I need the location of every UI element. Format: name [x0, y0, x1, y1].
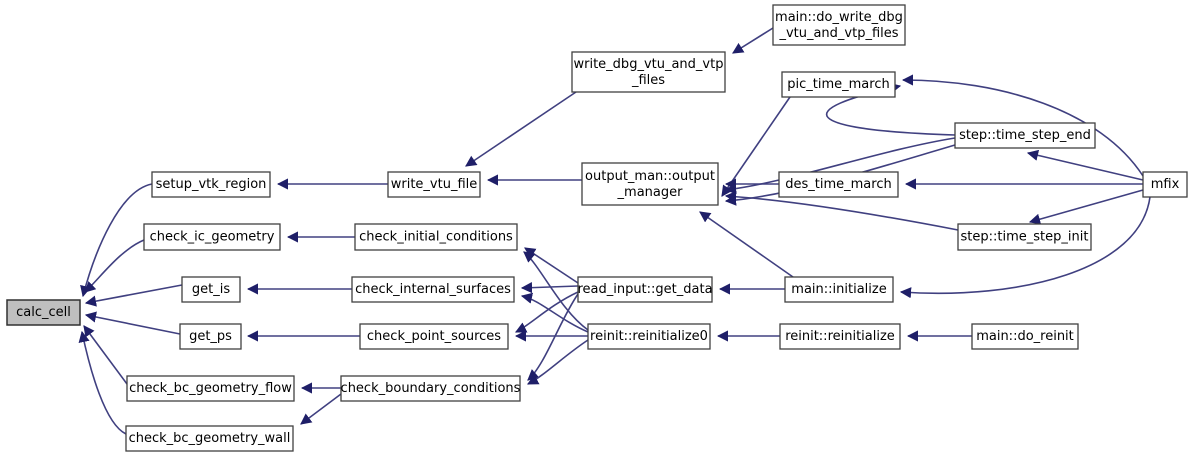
edge-check_bc_geometry_wall-to-calc_cell [78, 330, 127, 435]
node-box-get_ps[interactable] [179, 323, 242, 350]
node-label-reinit_reinitialize: reinit::reinitialize [785, 329, 895, 344]
edge-mfix-to-step_time_step_end [1026, 149, 1144, 181]
node-main_initialize[interactable]: main::initialize [784, 276, 894, 303]
node-label-check_boundary_conditions: check_boundary_conditions [341, 381, 521, 396]
node-box-read_input_get_data[interactable] [577, 276, 713, 303]
node-label-main_do_write_dbg: main::do_write_dbg_vtu_and_vtp_files [775, 10, 903, 41]
edge-read_input_get_data-to-check_initial_conditions [524, 247, 579, 284]
node-box-main_initialize[interactable] [784, 276, 894, 303]
node-box-check_internal_surfaces[interactable] [351, 276, 515, 303]
node-main_do_reinit[interactable]: main::do_reinit [971, 323, 1079, 350]
node-box-check_point_sources[interactable] [359, 323, 509, 350]
node-label-reinit_reinitialize0: reinit::reinitialize0 [590, 329, 708, 344]
node-reinit_reinitialize[interactable]: reinit::reinitialize [779, 323, 901, 350]
node-box-pic_time_march[interactable] [781, 71, 896, 98]
node-box-setup_vtk_region[interactable] [151, 171, 271, 198]
node-check_point_sources[interactable]: check_point_sources [359, 323, 509, 350]
node-main_do_write_dbg[interactable]: main::do_write_dbg_vtu_and_vtp_files [772, 4, 906, 46]
edge-check_ic_geometry-to-calc_cell [84, 239, 145, 293]
node-label-des_time_march: des_time_march [785, 177, 891, 192]
edge-step_time_step_end-to-output_manager [724, 137, 956, 195]
node-box-write_dbg_vtu_and_vtp_files[interactable] [571, 51, 726, 93]
node-box-check_ic_geometry[interactable] [143, 223, 281, 251]
edge-write_dbg_vtu_and_vtp_files-to-write_vtu_file [465, 91, 577, 167]
edge-mfix-to-step_time_step_init [1028, 189, 1144, 225]
node-box-check_bc_geometry_wall[interactable] [125, 425, 294, 452]
edge-reinit_reinitialize0-to-check_internal_surfaces [520, 292, 589, 333]
node-label-step_time_step_end: step::time_step_end [959, 128, 1091, 143]
node-step_time_step_end[interactable]: step::time_step_end [954, 122, 1096, 149]
node-pic_time_march[interactable]: pic_time_march [781, 71, 896, 98]
edge-read_input_get_data-to-check_boundary_conditions [527, 293, 579, 381]
node-output_manager[interactable]: output_man::output_manager [581, 162, 719, 206]
node-label-get_ps: get_ps [189, 329, 232, 344]
node-box-main_do_reinit[interactable] [971, 323, 1079, 350]
node-label-main_initialize: main::initialize [791, 282, 886, 297]
node-label-read_input_get_data: read_input::get_data [577, 282, 712, 297]
node-check_ic_geometry[interactable]: check_ic_geometry [143, 223, 281, 251]
edge-check_bc_geometry_flow-to-calc_cell [83, 325, 128, 385]
node-des_time_march[interactable]: des_time_march [778, 171, 899, 198]
node-write_vtu_file[interactable]: write_vtu_file [387, 171, 481, 198]
node-setup_vtk_region[interactable]: setup_vtk_region [151, 171, 271, 198]
node-mfix[interactable]: mfix [1142, 171, 1188, 198]
edge-setup_vtk_region-to-calc_cell [80, 183, 153, 298]
edge-get_is-to-calc_cell [84, 284, 183, 307]
node-box-reinit_reinitialize0[interactable] [587, 323, 711, 350]
node-read_input_get_data[interactable]: read_input::get_data [577, 276, 713, 303]
node-box-step_time_step_init[interactable] [957, 223, 1092, 251]
node-label-setup_vtk_region: setup_vtk_region [156, 177, 267, 192]
edge-get_ps-to-calc_cell [84, 311, 181, 335]
node-label-check_point_sources: check_point_sources [367, 329, 501, 344]
node-label-calc_cell: calc_cell [16, 305, 71, 320]
node-label-check_initial_conditions: check_initial_conditions [359, 230, 513, 245]
node-step_time_step_init[interactable]: step::time_step_init [957, 223, 1092, 251]
node-box-step_time_step_end[interactable] [954, 122, 1096, 149]
edge-main_initialize-to-output_manager [699, 211, 794, 278]
node-box-check_bc_geometry_flow[interactable] [126, 375, 295, 402]
node-box-check_boundary_conditions[interactable] [340, 375, 521, 402]
node-reinit_reinitialize0[interactable]: reinit::reinitialize0 [587, 323, 711, 350]
node-label-output_manager: output_man::output_manager [585, 169, 715, 200]
node-label-check_bc_geometry_wall: check_bc_geometry_wall [129, 431, 291, 446]
node-label-check_internal_surfaces: check_internal_surfaces [355, 282, 511, 297]
edge-read_input_get_data-to-check_point_sources [514, 291, 579, 333]
edge-reinit_reinitialize0-to-check_initial_conditions [523, 251, 589, 331]
node-box-des_time_march[interactable] [778, 171, 899, 198]
node-calc_cell[interactable]: calc_cell [6, 299, 81, 326]
node-box-check_initial_conditions[interactable] [354, 223, 518, 251]
node-label-check_bc_geometry_flow: check_bc_geometry_flow [129, 381, 292, 396]
node-label-write_dbg_vtu_and_vtp_files: write_dbg_vtu_and_vtp_files [574, 57, 724, 88]
node-write_dbg_vtu_and_vtp_files[interactable]: write_dbg_vtu_and_vtp_files [571, 51, 726, 93]
node-box-output_manager[interactable] [581, 162, 719, 206]
nodes-layer: calc_cell setup_vtk_region check_ic_geomet… [6, 4, 1188, 452]
node-check_internal_surfaces[interactable]: check_internal_surfaces [351, 276, 515, 303]
node-label-get_is: get_is [192, 282, 230, 297]
edge-mfix-to-main_initialize [899, 196, 1151, 299]
node-label-mfix: mfix [1151, 177, 1180, 192]
node-box-reinit_reinitialize[interactable] [779, 323, 901, 350]
edge-main_do_write_dbg-to-write_dbg_vtu_and_vtp_files [732, 27, 774, 54]
node-label-write_vtu_file: write_vtu_file [391, 177, 478, 192]
node-check_bc_geometry_flow[interactable]: check_bc_geometry_flow [126, 375, 295, 402]
node-check_initial_conditions[interactable]: check_initial_conditions [354, 223, 518, 251]
node-get_is[interactable]: get_is [181, 276, 241, 303]
edge-step_time_step_init-to-output_manager [724, 191, 959, 231]
node-label-main_do_reinit: main::do_reinit [976, 329, 1074, 344]
node-box-mfix[interactable] [1142, 171, 1188, 198]
node-label-step_time_step_init: step::time_step_init [961, 230, 1089, 245]
node-box-calc_cell[interactable] [6, 299, 81, 326]
node-label-pic_time_march: pic_time_march [787, 77, 889, 92]
node-box-main_do_write_dbg[interactable] [772, 4, 906, 46]
node-box-write_vtu_file[interactable] [387, 171, 481, 198]
edge-mfix-to-pic_time_march [901, 74, 1144, 177]
node-check_bc_geometry_wall[interactable]: check_bc_geometry_wall [125, 425, 294, 452]
edge-reinit_reinitialize0-to-check_boundary_conditions [527, 339, 589, 385]
node-box-get_is[interactable] [181, 276, 241, 303]
node-get_ps[interactable]: get_ps [179, 323, 242, 350]
node-check_boundary_conditions[interactable]: check_boundary_conditions [340, 375, 521, 402]
edge-check_boundary_conditions2-to-check_bc_geometry_wall [300, 393, 342, 425]
node-label-check_ic_geometry: check_ic_geometry [150, 230, 275, 245]
